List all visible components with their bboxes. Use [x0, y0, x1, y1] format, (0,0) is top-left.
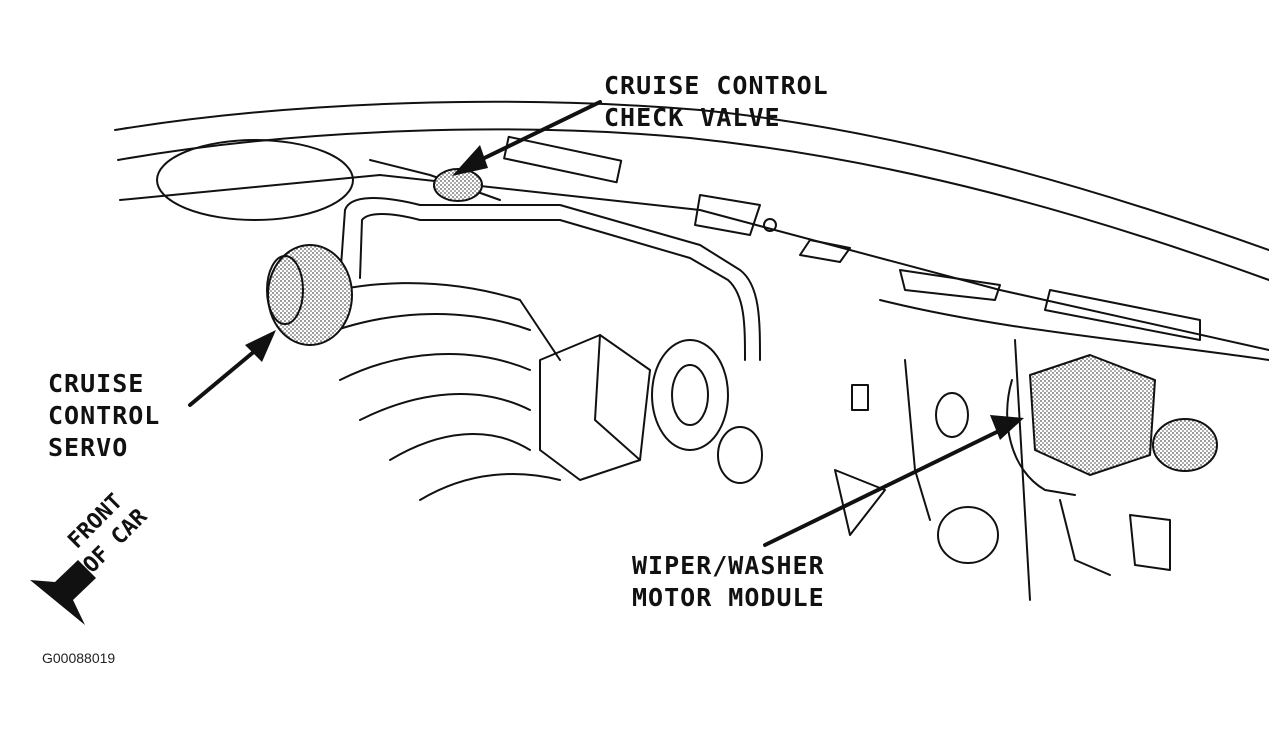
cowl-bolt [763, 218, 777, 232]
throttle-loop [717, 426, 763, 484]
cruise-servo-body [267, 244, 353, 346]
intake-tube-5 [389, 433, 531, 461]
firewall-oval-hole [937, 506, 999, 564]
cowl-vent-bracket [694, 194, 761, 236]
vacuum-hose [339, 197, 761, 361]
wiper-arrowhead [990, 415, 1024, 440]
check-valve-body [433, 168, 483, 202]
servo-label: CRUISE CONTROL SERVO [48, 368, 160, 464]
intake-tube-4 [359, 392, 531, 421]
check-valve-label: CRUISE CONTROL CHECK VALVE [604, 70, 829, 134]
servo-label-line-3: SERVO [48, 433, 129, 462]
cruise-servo-face [266, 255, 304, 325]
cowl-corner-tab [1044, 289, 1201, 341]
firewall-line [879, 299, 1269, 361]
front-of-car-arrow-icon [30, 560, 96, 625]
cowl-top-edge [114, 100, 1269, 251]
cowl-vent-slot [503, 135, 623, 184]
check-valve-arrow-line [468, 100, 602, 167]
throttle-pulley [651, 339, 729, 451]
vacuum-hose-inner [359, 213, 746, 361]
intake-tube-3 [339, 353, 531, 381]
cowl-front-panel [119, 174, 1269, 351]
servo-label-line-1: CRUISE [48, 369, 145, 398]
triangle-bracket [834, 469, 886, 536]
control-box-side [594, 334, 641, 461]
figure-id: G00088019 [42, 650, 116, 666]
connector-clip [1129, 514, 1171, 571]
wiper-motor-module [1029, 354, 1156, 476]
check-valve-arrowhead [452, 145, 488, 176]
harness-lower [1059, 499, 1111, 576]
wiper-harness [1006, 379, 1076, 496]
wiper-module-label: WIPER/WASHER MOTOR MODULE [632, 550, 825, 614]
small-clip [851, 384, 869, 411]
check-valve-label-line-2: CHECK VALVE [604, 103, 781, 132]
servo-arrow-line [188, 343, 264, 407]
wiper-module-label-line-2: MOTOR MODULE [632, 583, 825, 612]
intake-tube-6 [419, 473, 561, 501]
wiper-arrow-line [763, 426, 1007, 547]
cowl-panel-step [899, 269, 1001, 301]
throttle-pulley-inner [671, 364, 709, 426]
servo-label-line-2: CONTROL [48, 401, 161, 430]
firewall-brace [904, 359, 931, 521]
check-valve-label-line-1: CRUISE CONTROL [604, 71, 829, 100]
servo-arrowhead [245, 330, 276, 362]
cowl-vent-slot-2 [799, 239, 851, 263]
strut-tower-cap [156, 139, 354, 221]
wiper-module-label-line-1: WIPER/WASHER [632, 551, 825, 580]
firewall-grommet [935, 392, 969, 438]
cowl-second-edge [117, 128, 1269, 281]
wiper-motor-cylinder [1152, 418, 1218, 472]
